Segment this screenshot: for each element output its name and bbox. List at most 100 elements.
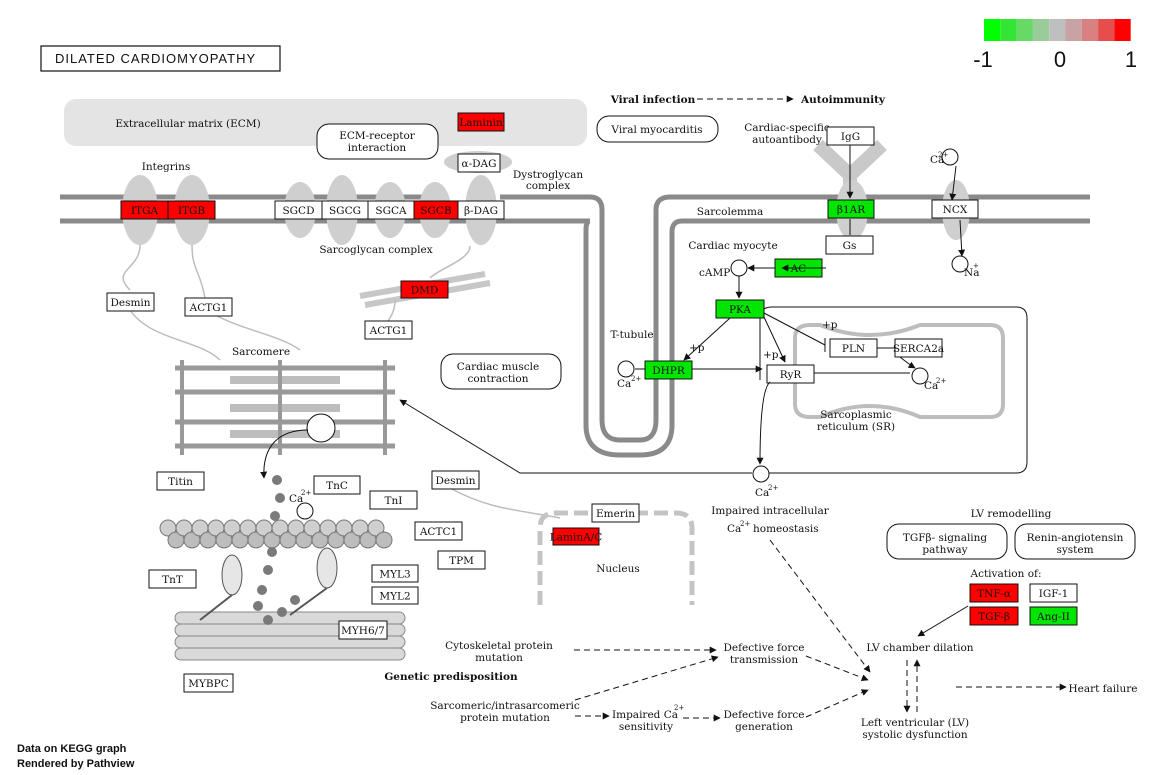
gene-myl2[interactable]: MYL2 <box>371 586 419 605</box>
gene-laminin[interactable]: Laminin <box>457 112 505 132</box>
gene-ncx[interactable]: NCX <box>931 199 979 219</box>
gene-box <box>371 564 419 583</box>
phospho-pln-label: +p <box>822 319 838 331</box>
gene-tnc[interactable]: TnC <box>313 475 361 495</box>
gene-pln[interactable]: PLN <box>829 338 878 358</box>
pathway-ecm-receptor[interactable]: ECM-receptor interaction <box>316 123 439 160</box>
pathway-renin-angiotensin[interactable]: Renin-angiotensin system <box>1014 523 1136 560</box>
outcome-arrows <box>574 539 1067 722</box>
gene-label: PKA <box>729 304 751 316</box>
gene-desmin-mid[interactable]: Desmin <box>431 470 480 490</box>
legend-swatch <box>1016 19 1033 41</box>
gene-actg1-mid[interactable]: ACTG1 <box>364 320 413 340</box>
impaired-sensitivity-charge: 2+ <box>674 704 684 712</box>
gene-serca2a[interactable]: SERCA2a <box>893 338 944 358</box>
gene-myh67[interactable]: MYH6/7 <box>338 620 388 640</box>
zoom-circle <box>306 413 336 443</box>
gene-desmin-top[interactable]: Desmin <box>106 292 155 312</box>
legend-max-label: 1 <box>1125 47 1137 72</box>
integrin-desmin-link <box>122 244 141 291</box>
gene-box <box>825 235 874 255</box>
gene-ang2[interactable]: Ang-II <box>1029 606 1078 626</box>
gene-ryr[interactable]: RyR <box>766 364 815 384</box>
gene-itgb[interactable]: ITGB <box>167 200 216 220</box>
gene-label: SGCB <box>420 205 452 217</box>
gene-sgcb[interactable]: SGCB <box>413 200 459 220</box>
gene-box <box>371 586 419 605</box>
gene-label: DMD <box>411 285 439 297</box>
gene-bdag[interactable]: β-DAG <box>457 200 505 220</box>
gene-label: ACTG1 <box>189 302 228 314</box>
gene-myl3[interactable]: MYL3 <box>371 564 419 583</box>
compound-ca-tnc: Ca2+ <box>289 489 314 520</box>
cytoskeletal-label-1: Cytoskeletal protein <box>445 640 553 652</box>
page-title: DILATED CARDIOMYOPATHY <box>55 51 256 66</box>
myosin-bead <box>263 565 273 575</box>
svg-text:Na: Na <box>964 267 979 279</box>
gene-mybpc[interactable]: MYBPC <box>183 673 234 693</box>
gene-tgfb[interactable]: TGF-β <box>969 606 1019 626</box>
gene-sgcd[interactable]: SGCD <box>274 200 323 220</box>
gene-label: Emerin <box>596 508 635 520</box>
gene-lamin[interactable]: LaminA/C <box>550 527 602 546</box>
sarcoglycan-complex-label: Sarcoglycan complex <box>319 244 432 256</box>
compound-ca-cytosol: Ca2+ <box>752 465 778 499</box>
gene-dmd[interactable]: DMD <box>400 280 449 299</box>
gene-label: TnI <box>385 495 403 507</box>
gene-label: MYBPC <box>188 678 229 690</box>
myosin-bead <box>290 595 300 605</box>
gene-tnt[interactable]: TnT <box>148 569 197 589</box>
gene-box <box>766 364 815 384</box>
gene-label: Ang-II <box>1036 611 1070 623</box>
pathway-tgfb-signaling[interactable]: TGFβ- signaling pathway <box>886 523 1008 560</box>
gene-label: RyR <box>780 369 803 381</box>
pathway-viral-myocarditis[interactable]: Viral myocarditis <box>596 115 719 143</box>
defective-generation-label-2: generation <box>735 721 793 733</box>
gene-tni[interactable]: TnI <box>369 490 418 510</box>
gene-sgcg[interactable]: SGCG <box>321 200 369 220</box>
legend-mid-label: 0 <box>1054 47 1066 72</box>
gene-actc1[interactable]: ACTC1 <box>414 521 463 541</box>
pathway-cardiac-muscle-contraction[interactable]: Cardiac muscle contraction <box>440 353 562 390</box>
gene-tpm[interactable]: TPM <box>437 550 486 570</box>
integrins-label: Integrins <box>142 161 191 173</box>
impaired-ca-label-2: homeostasis <box>753 523 819 535</box>
gene-label: Laminin <box>459 117 503 129</box>
gene-label: SGCA <box>375 205 407 217</box>
gene-actg1-top[interactable]: ACTG1 <box>184 297 233 317</box>
gene-label: IgG <box>841 131 860 143</box>
gene-label: MYL2 <box>379 591 410 603</box>
gene-gs[interactable]: Gs <box>825 235 874 255</box>
gene-b1ar[interactable]: β1AR <box>827 199 875 219</box>
impaired-ca-charge: 2+ <box>740 520 750 528</box>
impaired-sensitivity-label-2: sensitivity <box>619 721 673 733</box>
gene-igg[interactable]: IgG <box>826 126 875 146</box>
gene-titin[interactable]: Titin <box>156 471 205 491</box>
gene-dhpr[interactable]: DHPR <box>644 360 693 380</box>
gene-box <box>183 673 234 693</box>
svg-text:2+: 2+ <box>768 484 778 492</box>
gene-adag[interactable]: α-DAG <box>457 153 501 173</box>
gene-label: SGCD <box>282 205 314 217</box>
legend-swatch <box>1114 19 1131 41</box>
gene-label: Desmin <box>435 475 475 487</box>
gene-sgca[interactable]: SGCA <box>367 200 415 220</box>
title-box: DILATED CARDIOMYOPATHY <box>40 45 281 72</box>
gene-emerin[interactable]: Emerin <box>591 503 640 523</box>
gene-label: Titin <box>168 476 193 488</box>
gene-igf1[interactable]: IGF-1 <box>1029 583 1078 603</box>
nucleus-membrane <box>537 510 695 605</box>
lv-dysfunction-label-2: systolic dysfunction <box>862 729 967 741</box>
gene-box <box>715 299 765 319</box>
compound-ca-ncx: Ca2+ <box>930 148 959 166</box>
gene-label: TPM <box>449 555 474 567</box>
gene-tnfa[interactable]: TNF-α <box>969 583 1019 603</box>
pathway-label: pathway <box>922 544 967 556</box>
gene-pka[interactable]: PKA <box>715 299 765 319</box>
gene-itga[interactable]: ITGA <box>120 200 169 220</box>
gene-box <box>106 292 155 312</box>
gene-box <box>1029 606 1078 626</box>
gene-label: LaminA/C <box>550 532 602 544</box>
svg-text:2+: 2+ <box>631 375 641 383</box>
